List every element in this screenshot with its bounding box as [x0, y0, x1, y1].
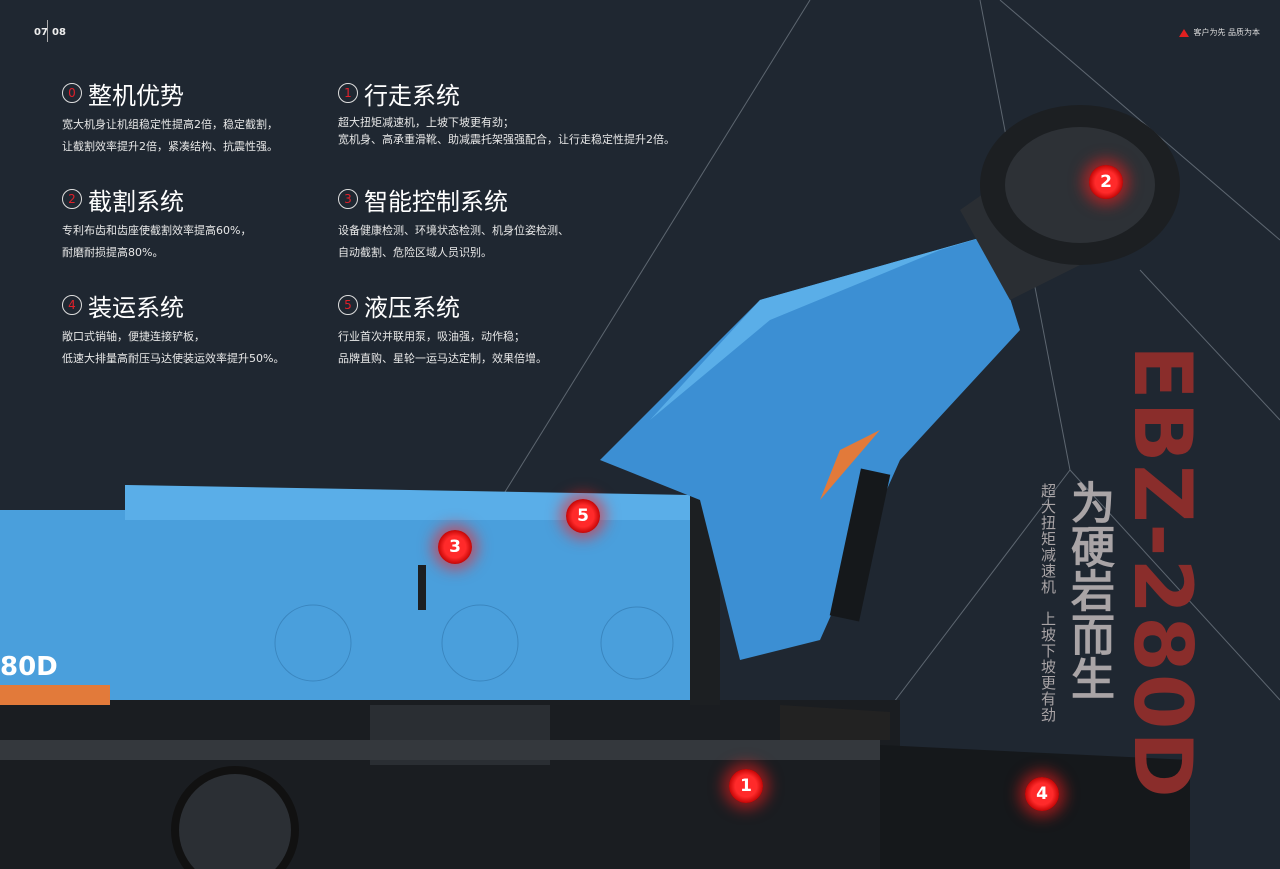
marker-4: 4 — [1025, 777, 1059, 811]
page-number-right: 08 — [52, 27, 66, 38]
brand-slogan: 客户为先 品质为本 — [1179, 27, 1260, 38]
product-tagline: 为硬岩而生 — [1063, 480, 1114, 700]
crawler-tracks — [0, 700, 1190, 869]
page-divider — [47, 20, 48, 42]
product-model: EBZ-280D — [1116, 345, 1209, 800]
marker-1: 1 — [729, 769, 763, 803]
page-number-left: 07 — [34, 27, 48, 38]
body-logo: 80D — [0, 652, 58, 682]
marker-5: 5 — [566, 499, 600, 533]
marker-2: 2 — [1089, 165, 1123, 199]
product-subtitle: 超大扭矩减速机 上坡下坡更有劲 — [1039, 483, 1057, 723]
marker-3: 3 — [438, 530, 472, 564]
cutting-arm — [600, 105, 1180, 660]
logo-triangle-icon — [1179, 28, 1190, 37]
main-body — [0, 485, 720, 705]
